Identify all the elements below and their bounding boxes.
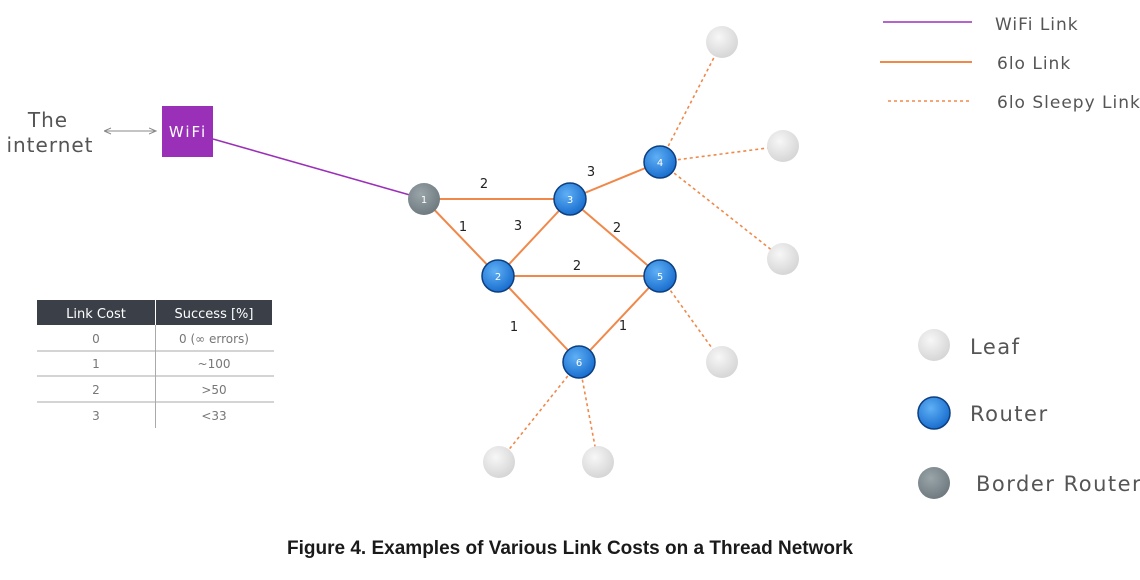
table-header-link-cost: Link Cost (66, 307, 126, 322)
legend-leaf-label: Leaf (970, 335, 1021, 359)
link-2-6 (497, 275, 580, 363)
table-cell: ~100 (198, 357, 231, 371)
border-router-node-1 (408, 183, 440, 215)
router-node-6 (562, 345, 596, 379)
legend-router-label: Router (970, 402, 1049, 426)
node-label-4: 4 (657, 158, 663, 169)
figure-caption: Figure 4. Examples of Various Link Costs… (287, 538, 853, 559)
cost-label-3-4: 3 (587, 165, 595, 180)
sleepy-links (498, 41, 784, 463)
table-cell: <33 (201, 409, 226, 423)
link-5-6 (578, 275, 661, 363)
node-label-5: 5 (657, 272, 663, 283)
wifi-link (212, 138, 425, 200)
cost-label-2-6: 1 (510, 320, 518, 335)
internet-label-line2: internet (6, 133, 93, 157)
leaf-node (582, 446, 614, 478)
table-cell: 3 (92, 409, 100, 423)
sleepy-link-4-leaf-right (659, 145, 784, 163)
legend-sixlo-label: 6lo Link (997, 54, 1071, 74)
table-cell: 1 (92, 357, 100, 371)
wifi-box (162, 106, 213, 157)
table-header-right (156, 300, 272, 325)
link-1-2 (423, 198, 499, 277)
node-legend: Leaf Router Border Router (917, 329, 1140, 499)
table-cell: 0 (92, 332, 100, 346)
leaf-nodes (483, 26, 799, 478)
router-node-3 (553, 182, 587, 216)
sleepy-link-6-leaf-right (578, 361, 599, 463)
table-cell: >50 (201, 383, 226, 397)
leaf-node (706, 26, 738, 58)
table-cell: 2 (92, 383, 100, 397)
link-2-3 (497, 198, 571, 277)
cost-label-1-3: 2 (480, 177, 488, 192)
table-cell: 0 (∞ errors) (179, 332, 249, 346)
router-node-2 (481, 259, 515, 293)
legend-border-router-label: Border Router (976, 472, 1140, 496)
wifi-box-label: WiFi (169, 123, 207, 141)
cost-label-3-5: 2 (613, 221, 621, 236)
node-label-6: 6 (576, 358, 582, 369)
sleepy-link-4-leaf-lower (659, 161, 784, 260)
legend-wifi-label: WiFi Link (995, 15, 1079, 35)
node-label-3: 3 (567, 195, 573, 206)
internet-label-line1: The (27, 108, 68, 132)
cost-label-2-5: 2 (573, 259, 581, 274)
node-label-1: 1 (421, 195, 427, 206)
legend-sleepy-label: 6lo Sleepy Link (997, 93, 1140, 113)
table-header-success: Success [%] (175, 307, 254, 322)
router-node-5 (643, 259, 677, 293)
router-node-4 (643, 145, 677, 179)
link-cost-table: Link Cost Success [%] 0 0 (∞ errors) 1 ~… (37, 300, 274, 428)
legend-leaf-icon (918, 329, 950, 361)
leaf-node (767, 243, 799, 275)
sleepy-link-4-leaf-top (659, 41, 723, 163)
cost-label-2-3: 3 (514, 219, 522, 234)
sleepy-link-6-leaf-left (498, 361, 580, 463)
cost-label-5-6: 1 (619, 319, 627, 334)
leaf-node (483, 446, 515, 478)
legend-border-router-icon (918, 467, 950, 499)
link-cost-labels: 2 1 3 3 2 2 1 1 (459, 165, 627, 335)
table-header-left (37, 300, 155, 325)
link-3-5 (569, 198, 661, 277)
cost-label-1-2: 1 (459, 220, 467, 235)
legend-router-icon (917, 396, 951, 430)
link-legend: WiFi Link 6lo Link 6lo Sleepy Link (880, 15, 1140, 113)
router-nodes: 1 2 3 4 5 6 (408, 145, 677, 379)
node-label-2: 2 (495, 272, 501, 283)
leaf-node (706, 346, 738, 378)
leaf-node (767, 130, 799, 162)
